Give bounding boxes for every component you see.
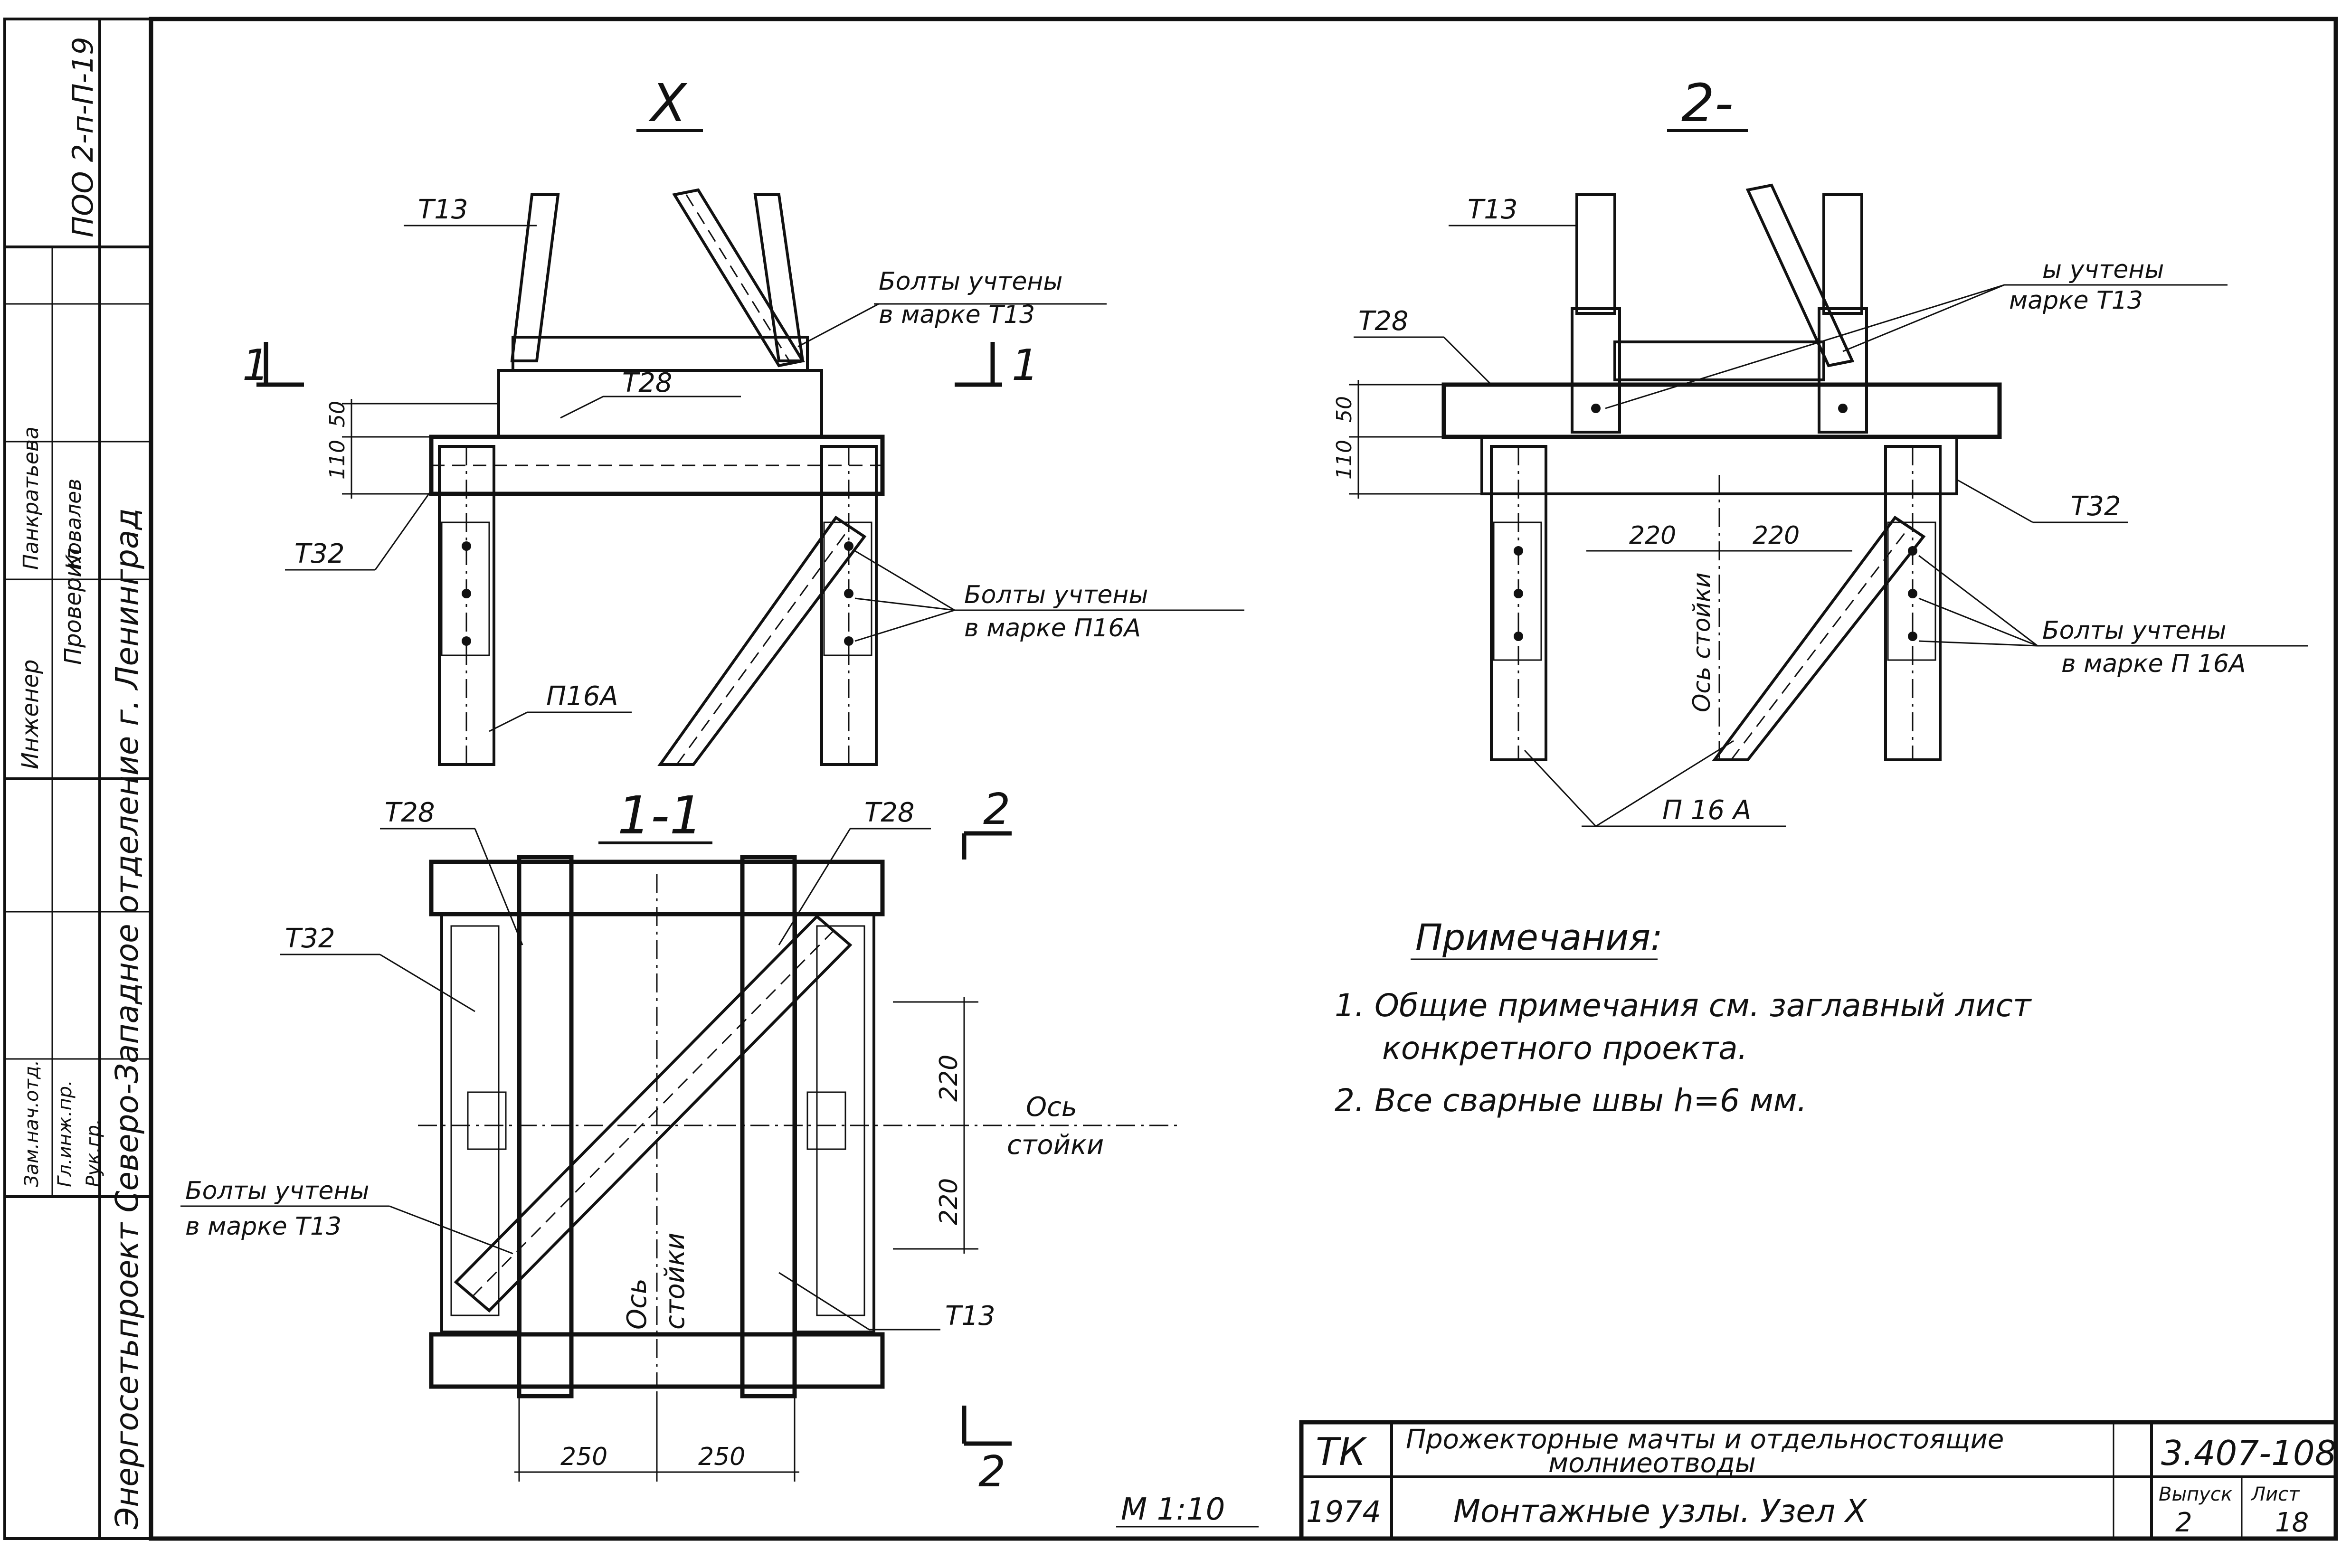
section-1-1-axis-l2: стойки xyxy=(1007,1130,1104,1161)
view-2-bolts-t13-l1: ы учтены xyxy=(2042,255,2164,284)
view-2-bolts-p16a-l2: в марке П 16А xyxy=(2061,650,2246,678)
sheet-border xyxy=(149,17,2338,1541)
view-x-bolts-p16a-l2: в марке П16А xyxy=(964,614,1141,642)
view-2-dim-220a: 220 xyxy=(1629,521,1676,550)
view-x-dim-50: 50 xyxy=(325,401,350,427)
side-code: ПОО 2-п-П-19 xyxy=(66,37,100,237)
issue-number: 2 xyxy=(2175,1507,2192,1538)
section-1-1: 1-1 Ось стойки Ось стойки 220 220 xyxy=(180,784,1178,1497)
outer-border xyxy=(3,18,2337,1540)
section-1-1-axis-v1: Ось xyxy=(622,1278,653,1330)
view-2-label-t28: Т28 xyxy=(1358,306,1408,337)
view-2-dim-220b: 220 xyxy=(1753,521,1800,550)
view-2-label-t13: Т13 xyxy=(1468,194,1517,225)
notes: Примечания: 1. Общие примечания см. загл… xyxy=(1335,916,2032,1119)
role-chief-eng: Гл.инж.пр. xyxy=(54,1080,76,1187)
view-x-label-t32: Т32 xyxy=(294,538,344,569)
note-1-cont: конкретного проекта. xyxy=(1382,1030,1748,1067)
section-1-1-label-t13: Т13 xyxy=(945,1301,995,1332)
section-1-1-axis-v2: стойки xyxy=(660,1233,691,1330)
view-x-section-right: 1 xyxy=(1012,340,1039,390)
section-1-1-dim-220b: 220 xyxy=(935,1178,963,1225)
stamp-organization: Энергосетьпроект Северо-Западное отделен… xyxy=(109,508,145,1530)
section-1-1-dim-250a: 250 xyxy=(560,1443,607,1471)
view-2-label-p16a: П 16 А xyxy=(1662,795,1751,826)
role-deputy: Зам.нач.отд. xyxy=(21,1060,43,1187)
view-2-label-t32: Т32 xyxy=(2071,491,2121,522)
note-1: 1. Общие примечания см. заглавный лист xyxy=(1335,987,2032,1024)
section-1-1-sec-top: 2 xyxy=(983,784,1010,834)
scale-label: М 1:10 xyxy=(1121,1492,1225,1527)
view-x-bolts-t13-l2: в марке Т13 xyxy=(879,301,1035,329)
view-2-bolts-t13-l2: марке Т13 xyxy=(2009,286,2143,315)
view-2-title: 2- xyxy=(1681,73,1734,133)
notes-title: Примечания: xyxy=(1415,916,1663,958)
section-1-1-title: 1-1 xyxy=(617,785,703,846)
title-block: ТК 1974 Прожекторные мачты и отдельносто… xyxy=(1299,1420,2338,1541)
view-x-bolts-p16a-l1: Болты учтены xyxy=(964,581,1148,609)
doc-code: 3.407-108 xyxy=(2161,1433,2337,1473)
role-checked: Проверил xyxy=(60,548,86,665)
view-x-label-t28: Т28 xyxy=(622,368,672,398)
view-x-bolts-t13-l1: Болты учтены xyxy=(879,267,1062,296)
view-2: 2- 220 220 Ось стойки xyxy=(1332,73,2308,827)
view-x-title: Х xyxy=(648,73,688,133)
view-x-label-p16a: П16А xyxy=(546,681,618,712)
section-1-1-label-t28-left: Т28 xyxy=(385,797,435,828)
section-1-1-label-t28-right: Т28 xyxy=(864,797,914,828)
left-stamp: ПОО 2-п-П-19 Инженер Проверил Зам.нач.от… xyxy=(5,19,151,1539)
name-kovalev: Ковалев xyxy=(62,479,86,570)
view-2-axis: Ось стойки xyxy=(1688,572,1716,712)
tk-label: ТК xyxy=(1316,1430,1367,1474)
view-2-bolts-p16a-l1: Болты учтены xyxy=(2042,616,2226,645)
view-2-dim-110: 110 xyxy=(1332,440,1356,480)
view-x-label-t13: Т13 xyxy=(418,194,468,225)
view-2-dim-50: 50 xyxy=(1332,396,1356,423)
section-1-1-dim-220a: 220 xyxy=(935,1055,963,1102)
note-2: 2. Все сварные швы h=6 мм. xyxy=(1335,1082,1807,1119)
sheet-number: 18 xyxy=(2275,1507,2309,1538)
title-line-1: Прожекторные мачты и отдельностоящие xyxy=(1406,1424,2004,1455)
title-line-2: молниеотводы xyxy=(1548,1448,1756,1479)
sheet-label: Лист xyxy=(2250,1483,2300,1505)
view-x: Х 50 110 xyxy=(242,73,1244,766)
section-1-1-label-t32: Т32 xyxy=(285,923,335,954)
section-1-1-axis-l1: Ось xyxy=(1026,1092,1077,1123)
subtitle: Монтажные узлы. Узел Х xyxy=(1453,1493,1868,1530)
role-group-lead: Рук.гр. xyxy=(83,1119,104,1187)
section-1-1-bolts-l1: Болты учтены xyxy=(185,1177,369,1205)
name-pankratieva: Панкратьева xyxy=(19,426,43,570)
role-engineer: Инженер xyxy=(17,660,44,769)
section-1-1-bolts-l2: в марке Т13 xyxy=(185,1212,341,1241)
year-label: 1974 xyxy=(1306,1494,1381,1529)
view-x-section-left: 1 xyxy=(242,340,269,390)
issue-label: Выпуск xyxy=(2159,1483,2232,1505)
section-1-1-sec-bottom: 2 xyxy=(978,1447,1005,1497)
view-x-dim-110: 110 xyxy=(325,440,350,480)
section-1-1-dim-250b: 250 xyxy=(698,1443,745,1471)
